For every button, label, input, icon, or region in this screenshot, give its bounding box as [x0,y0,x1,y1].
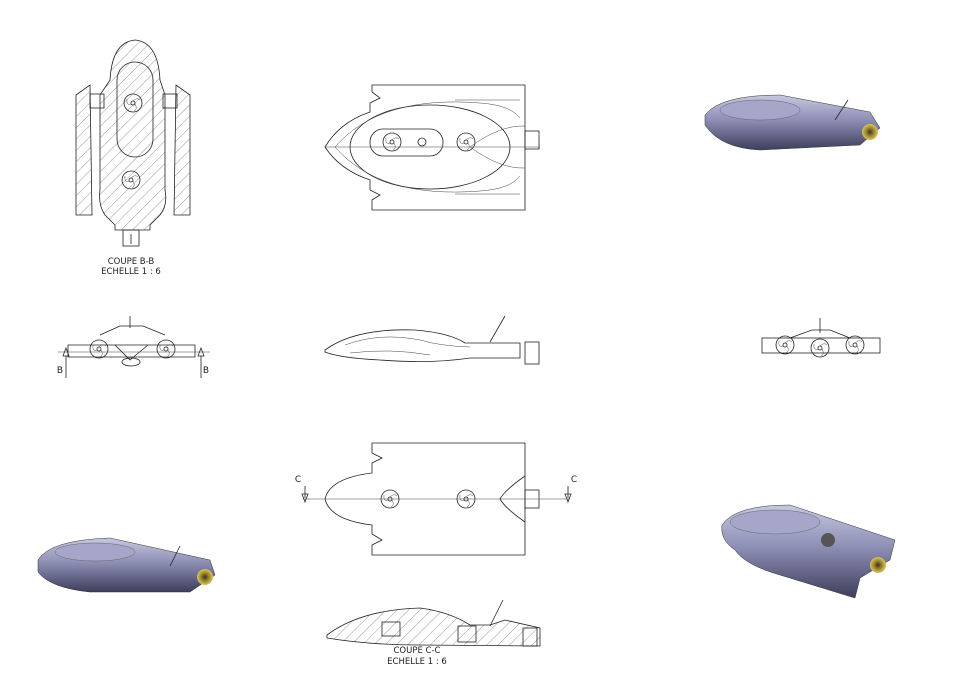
section-marker-b-left: B [57,366,63,376]
isometric-view-bottom-right [721,504,896,599]
section-marker-b-right: B [203,366,209,376]
section-cc-title: COUPE C-C [394,646,441,656]
isometric-view-bottom-left [37,537,216,593]
isometric-view-top [704,94,881,151]
top-view [324,84,540,211]
section-marker-c-right: C [571,475,577,485]
section-marker-c-left: C [295,475,301,485]
section-cc-scale: ECHELLE 1 : 6 [387,657,447,667]
side-view [324,315,540,365]
section-view-cc: COUPE C-C ECHELLE 1 : 6 [326,599,541,667]
plan-view: C C [295,442,577,556]
right-view [761,318,881,358]
front-view: B B [57,316,210,378]
section-bb-scale: ECHELLE 1 : 6 [101,267,161,277]
section-bb-title: COUPE B-B [108,257,155,267]
section-view-bb: COUPE B-B ECHELLE 1 : 6 [75,39,191,277]
